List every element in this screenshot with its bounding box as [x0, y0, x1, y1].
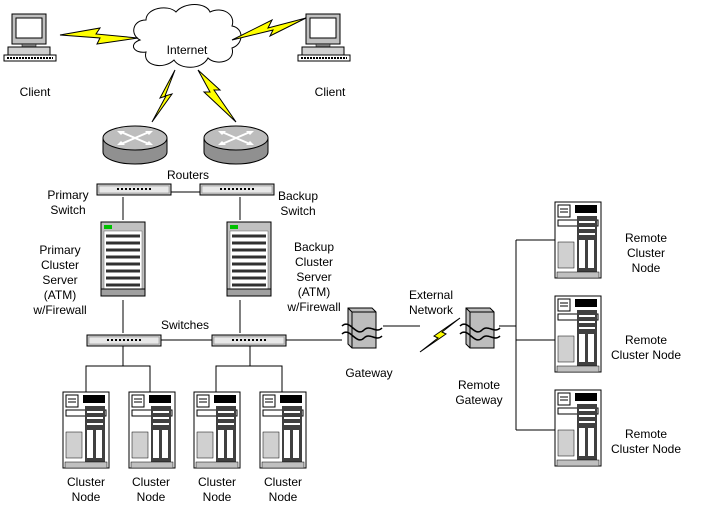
remote-node-1-label: Remote Cluster Node: [624, 231, 668, 275]
primary-server-label: Primary Cluster Server (ATM) w/Firewall: [33, 243, 87, 317]
cluster-node-2: [128, 391, 176, 469]
primary-lower-switch: [86, 334, 162, 347]
cluster-node-1-label: Cluster Node: [66, 475, 105, 504]
remote-node-2-label: Remote Cluster Node: [610, 333, 682, 362]
routers-label: Routers: [166, 168, 210, 182]
remote-cluster-node-1: [554, 201, 602, 279]
remote-node-3-label: Remote Cluster Node: [610, 427, 682, 456]
remote-cluster-node-3: [554, 389, 602, 467]
client-computer-right: [297, 13, 351, 62]
cluster-node-4-label: Cluster Node: [263, 475, 302, 504]
remote-gateway-device: [459, 307, 501, 349]
gateway-label: Gateway: [345, 366, 393, 380]
client-right-label: Client: [314, 85, 346, 99]
cluster-node-4: [259, 391, 307, 469]
primary-switch: [96, 183, 172, 196]
cluster-node-3: [193, 391, 241, 469]
backup-lower-switch: [211, 334, 287, 347]
backup-cluster-server: [225, 220, 273, 298]
cluster-node-2-label: Cluster Node: [131, 475, 170, 504]
router-primary: [102, 125, 168, 165]
backup-server-label: Backup Cluster Server (ATM) w/Firewall: [287, 240, 341, 314]
switches-label: Switches: [160, 318, 210, 332]
backup-switch: [199, 183, 275, 196]
primary-cluster-server: [99, 220, 147, 298]
client-left-label: Client: [19, 85, 51, 99]
backup-switch-label: Backup Switch: [277, 189, 319, 218]
primary-switch-label: Primary Switch: [47, 188, 89, 217]
remote-gateway-label: Remote Gateway: [455, 378, 503, 407]
cluster-node-3-label: Cluster Node: [197, 475, 236, 504]
lightning-bolts: [59, 17, 461, 353]
external-network-label: External Network: [408, 288, 454, 317]
router-backup: [203, 125, 269, 165]
cluster-node-1: [62, 391, 110, 469]
client-computer-left: [3, 13, 57, 62]
remote-cluster-node-2: [554, 295, 602, 373]
internet-label: Internet: [166, 43, 208, 57]
